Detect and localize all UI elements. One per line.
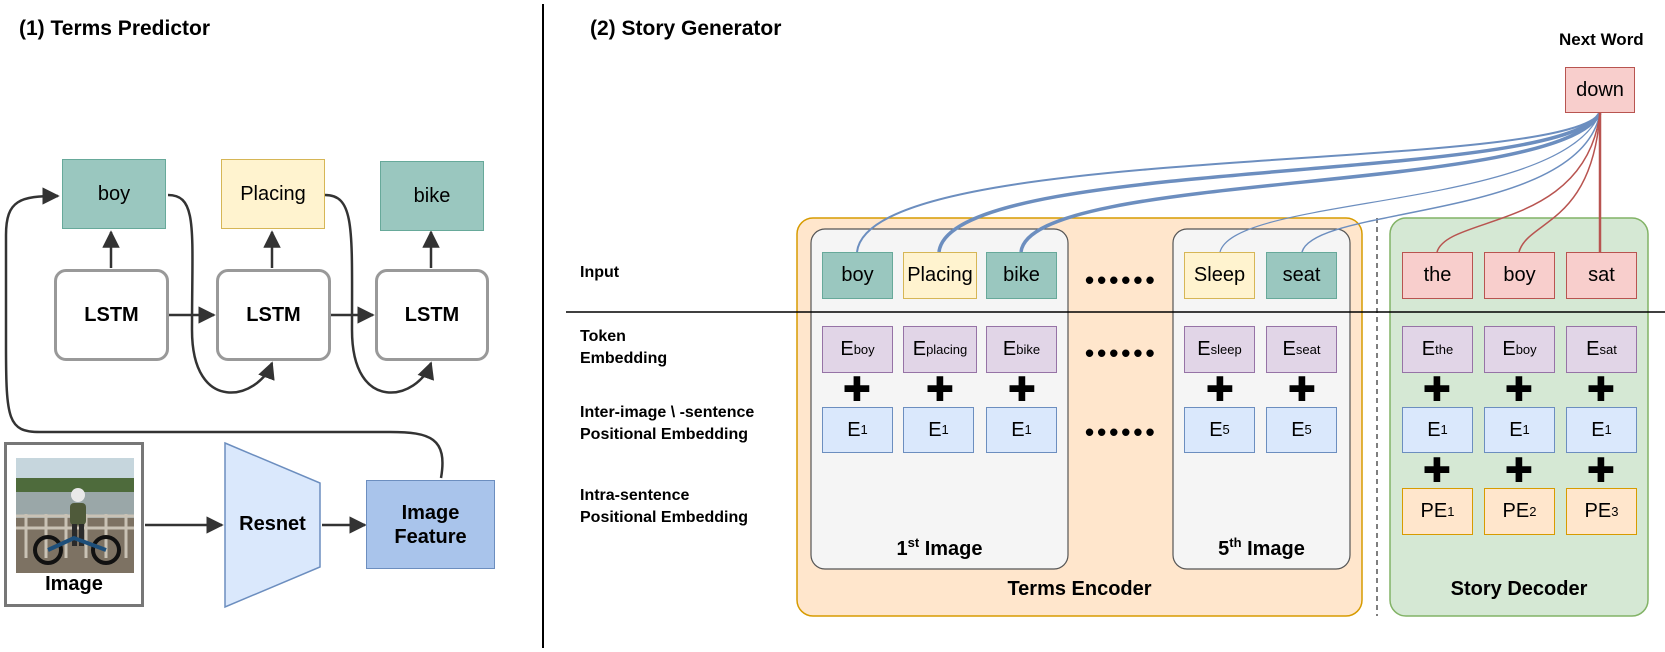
token-embedding-label: Token Embedding (580, 326, 667, 370)
intra-positional-label: Intra-sentence Positional Embedding (580, 485, 748, 529)
ellipsis-positional: •••••• (1085, 417, 1158, 447)
attention-boy-dec (1518, 112, 1601, 253)
attention-seat (1301, 112, 1601, 253)
plus-sign: ✚ (925, 371, 955, 409)
terms-predictor-title: (1) Terms Predictor (19, 17, 210, 40)
input-term-placing: Placing (903, 252, 977, 299)
terms-encoder-label: Terms Encoder (1007, 578, 1152, 600)
resnet-label: Resnet (239, 513, 306, 535)
next-word-label: Next Word (1559, 30, 1644, 49)
next-word-box: down (1565, 67, 1635, 113)
predicted-term-boy: boy (62, 159, 166, 229)
intra-positional-line1: Intra-sentence (580, 487, 690, 504)
resnet-block (224, 441, 321, 609)
fifth-image-label: 5th Image (1218, 535, 1305, 560)
plus-sign: ✚ (1205, 371, 1235, 409)
attention-placing (937, 112, 1602, 253)
inter-positional-label: Inter-image \ -sentence Positional Embed… (580, 402, 754, 446)
token-embedding-line2: Embedding (580, 350, 668, 367)
inter-positional-line2: Positional Embedding (580, 426, 749, 443)
lstm-cell-3: LSTM (375, 269, 489, 361)
story-generator-title: (2) Story Generator (590, 17, 782, 40)
plus-sign: ✚ (1586, 371, 1616, 409)
arrow-boy-lstm2 (167, 193, 275, 394)
input-image-frame: Image (4, 442, 144, 607)
lstm-cell-1: LSTM (54, 269, 169, 361)
plus-sign: ✚ (842, 371, 872, 409)
predicted-term-placing: Placing (221, 159, 325, 229)
image-feature-line2: Feature (394, 525, 467, 548)
attention-boy (856, 112, 1601, 253)
input-term-boy: boy (822, 252, 893, 299)
attention-the (1436, 112, 1601, 253)
plus-sign: ✚ (1504, 452, 1534, 490)
plus-sign: ✚ (1504, 371, 1534, 409)
plus-sign: ✚ (1422, 371, 1452, 409)
image-feature-line1: Image (401, 501, 460, 524)
decoder-word-sat: sat (1566, 252, 1637, 299)
predicted-term-bike: bike (380, 161, 484, 231)
input-term-seat: seat (1266, 252, 1337, 299)
attention-sleep (1219, 112, 1601, 253)
decoder-word-the: the (1402, 252, 1473, 299)
first-image-group (810, 228, 1069, 570)
input-photo (16, 458, 134, 573)
story-decoder-label: Story Decoder (1450, 578, 1588, 600)
ellipsis-token: •••••• (1085, 338, 1158, 368)
image-label: Image (45, 573, 103, 595)
input-row-label: Input (580, 264, 620, 281)
inter-positional-line1: Inter-image \ -sentence (580, 404, 755, 421)
input-term-bike: bike (986, 252, 1057, 299)
plus-sign: ✚ (1586, 452, 1616, 490)
plus-sign: ✚ (1007, 371, 1037, 409)
image-feature-box: Image Feature (366, 480, 495, 569)
decoder-word-boy: boy (1484, 252, 1555, 299)
intra-positional-line2: Positional Embedding (580, 509, 749, 526)
attention-bike (1019, 112, 1602, 253)
input-term-sleep: Sleep (1184, 252, 1255, 299)
first-image-label: 1st Image (896, 535, 983, 560)
token-embedding-line1: Token (580, 328, 626, 345)
arrow-placing-lstm3 (324, 193, 435, 394)
fifth-image-group (1172, 228, 1351, 570)
plus-sign: ✚ (1422, 452, 1452, 490)
arrow-feature-boy (4, 187, 444, 479)
plus-sign: ✚ (1287, 371, 1317, 409)
ellipsis-input: •••••• (1085, 265, 1158, 295)
lstm-cell-2: LSTM (216, 269, 331, 361)
attention-lines (856, 112, 1602, 253)
